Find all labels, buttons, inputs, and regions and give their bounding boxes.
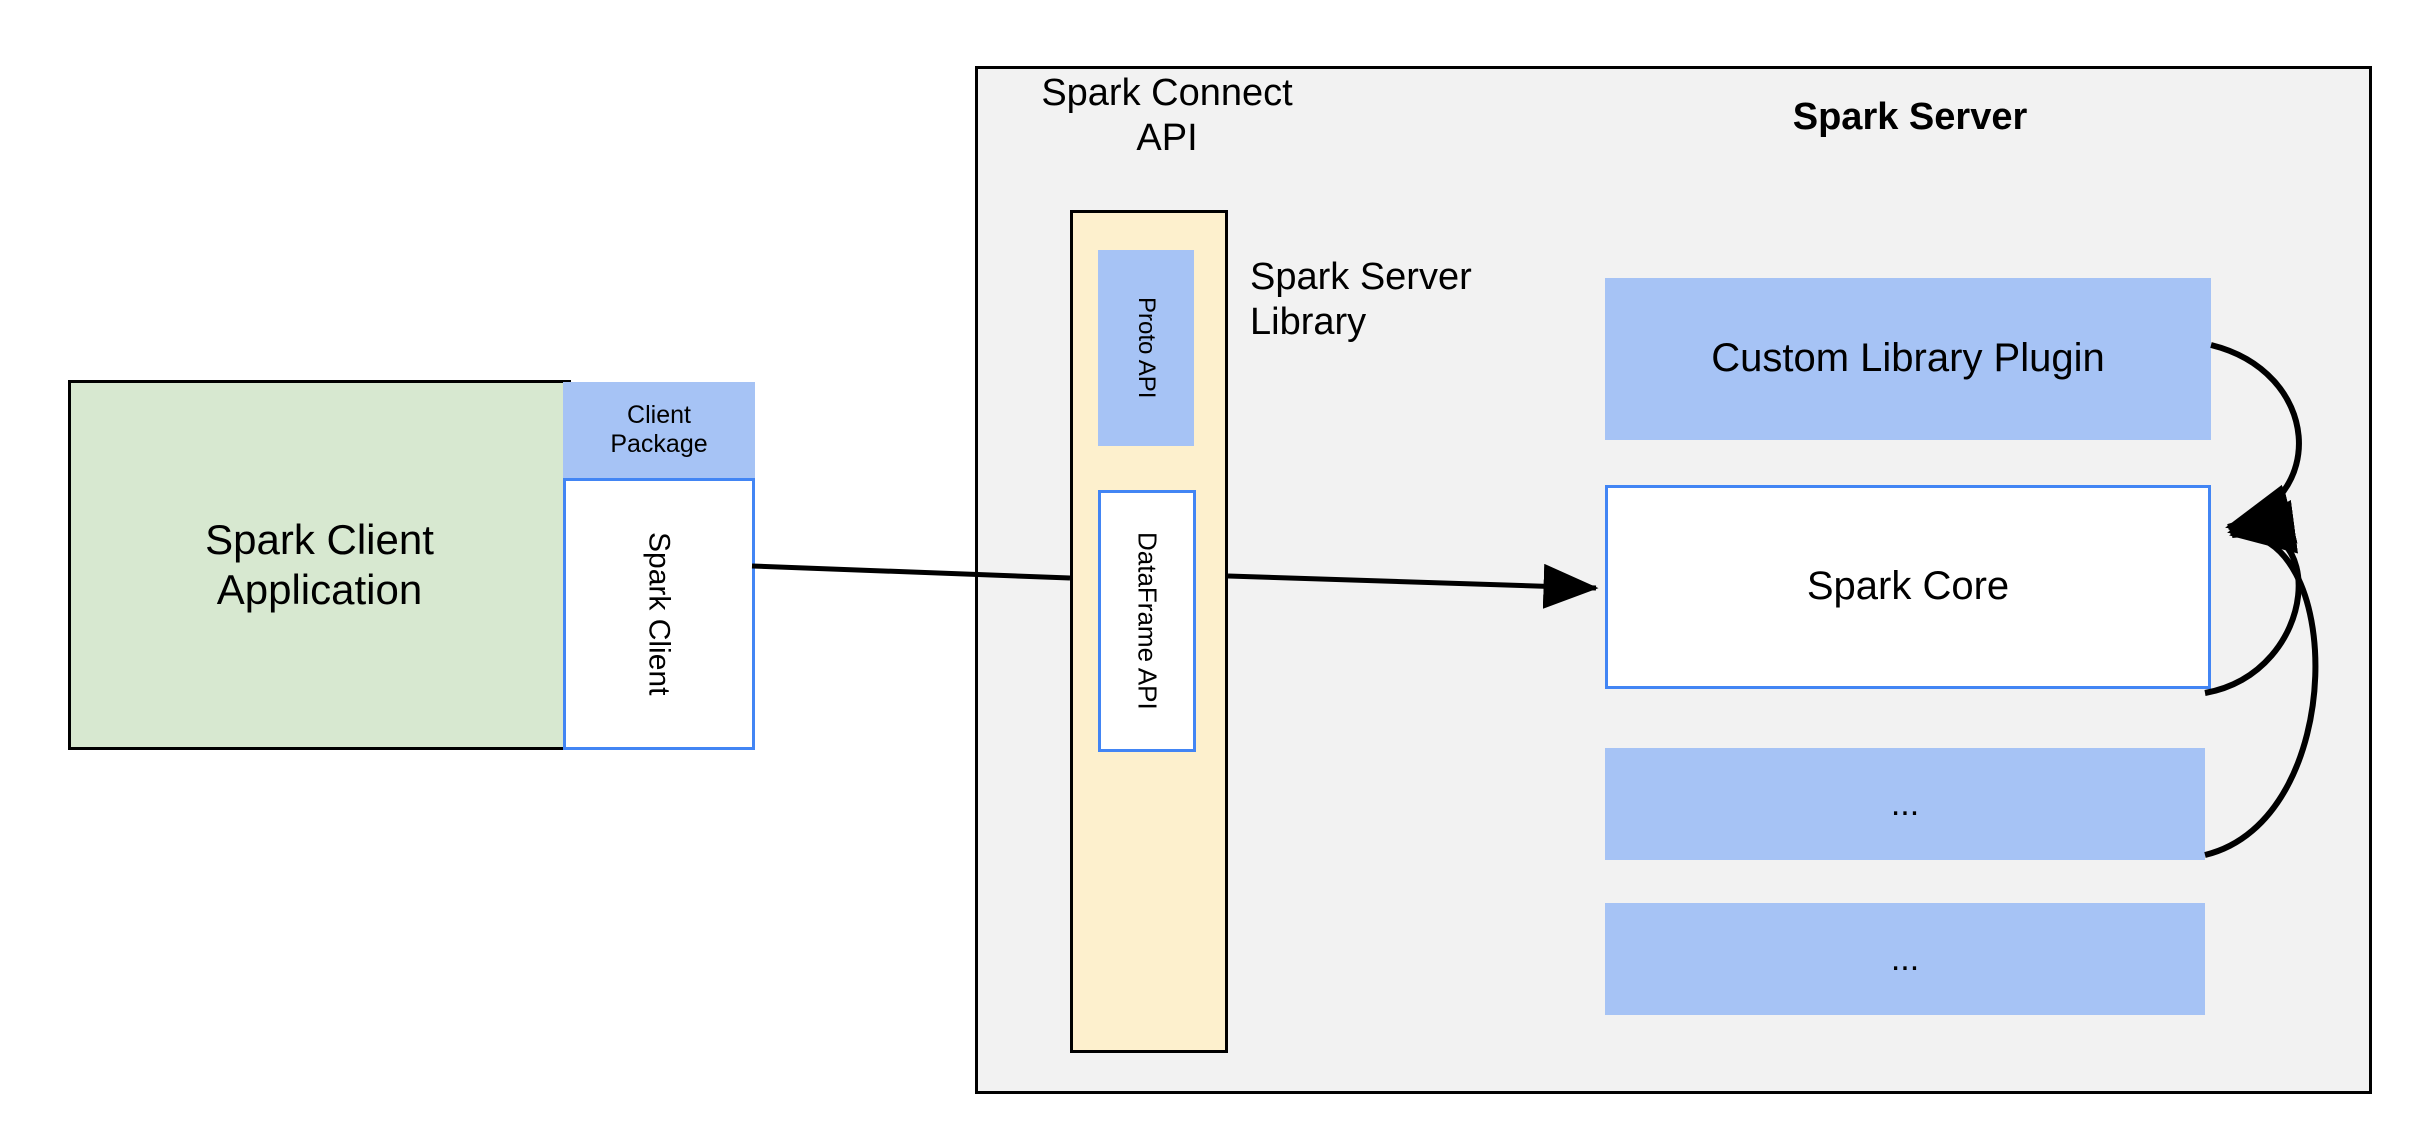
proto-api-block: Proto API: [1098, 250, 1194, 446]
dataframe-api-label: DataFrame API: [1132, 532, 1163, 710]
proto-api-label: Proto API: [1133, 297, 1161, 399]
spark-server-library-label: Spark Server Library: [1250, 256, 1472, 343]
spark-core-block: Spark Core: [1605, 485, 2211, 689]
additional-plugin-block-2: ...: [1605, 903, 2205, 1015]
client-package-block: Client Package: [563, 382, 755, 478]
spark-client-label: Spark Client: [642, 532, 676, 696]
spark-client-application-block: Spark Client Application: [68, 380, 571, 750]
spark-server-title: Spark Server: [1792, 95, 2028, 138]
custom-library-plugin-block: Custom Library Plugin: [1605, 278, 2211, 440]
dataframe-api-block: DataFrame API: [1098, 490, 1196, 752]
spark-connect-api-label: Spark Connect API: [1041, 72, 1293, 159]
additional-plugin-block-1: ...: [1605, 748, 2205, 860]
spark-client-block: Spark Client: [563, 478, 755, 750]
